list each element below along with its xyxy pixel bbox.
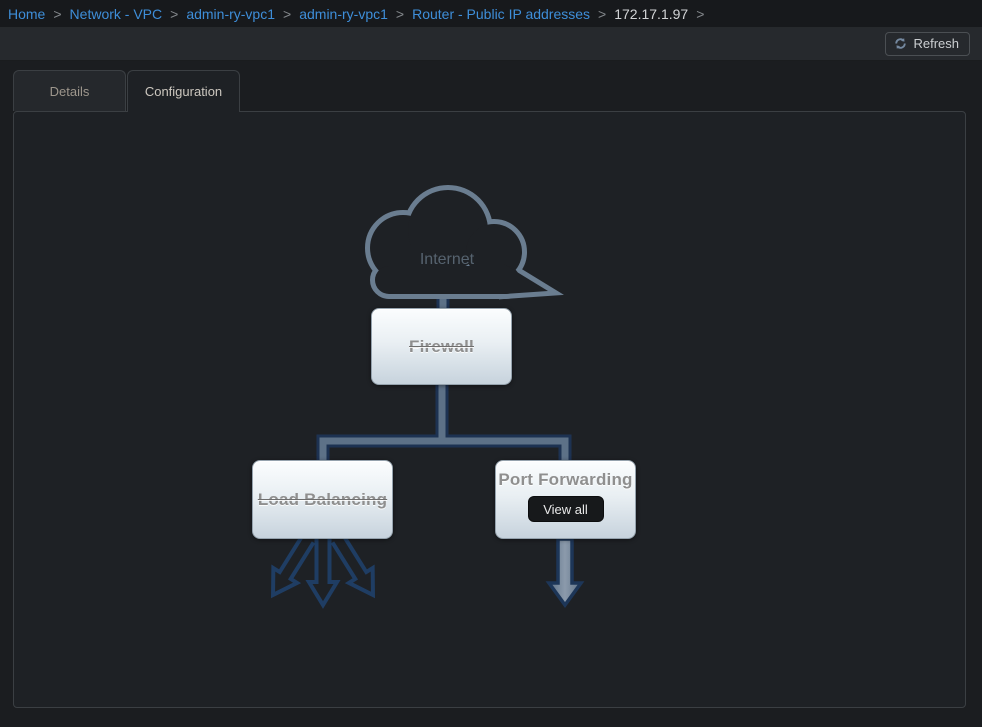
port-forwarding-node[interactable]: Port Forwarding View all: [495, 460, 636, 539]
configuration-panel: Internet Firewall Load Balancing Port Fo…: [13, 111, 966, 708]
breadcrumb-item-network-vpc[interactable]: Network - VPC: [69, 5, 163, 22]
breadcrumb-separator: >: [283, 5, 292, 22]
breadcrumb-separator: >: [696, 5, 705, 22]
load-balancing-node[interactable]: Load Balancing: [252, 460, 393, 539]
breadcrumb-item-ip-address: 172.17.1.97: [614, 5, 689, 22]
load-balancing-label: Load Balancing: [257, 489, 388, 509]
toolbar: Refresh: [0, 28, 982, 61]
breadcrumb-separator: >: [170, 5, 179, 22]
refresh-button-label: Refresh: [913, 36, 959, 51]
port-forwarding-label: Port Forwarding: [498, 470, 633, 489]
tab-bar: Details Configuration: [13, 70, 966, 112]
breadcrumb-item-vpc[interactable]: admin-ry-vpc1: [186, 5, 276, 22]
breadcrumb-item-home[interactable]: Home: [8, 5, 46, 22]
firewall-label: Firewall: [409, 336, 474, 356]
tab-configuration[interactable]: Configuration: [127, 70, 240, 112]
refresh-button[interactable]: Refresh: [885, 32, 970, 56]
load-balancing-arrows-icon: [270, 534, 376, 609]
breadcrumb: Home > Network - VPC > admin-ry-vpc1 > a…: [0, 0, 982, 28]
port-forwarding-arrow-icon: [545, 537, 585, 608]
breadcrumb-item-vpc2[interactable]: admin-ry-vpc1: [299, 5, 388, 22]
breadcrumb-separator: >: [53, 5, 62, 22]
breadcrumb-separator: >: [395, 5, 405, 22]
network-diagram: Internet Firewall Load Balancing Port Fo…: [14, 112, 965, 707]
breadcrumb-separator: >: [598, 5, 607, 22]
content-area: Details Configuration: [0, 61, 982, 708]
diagram-canvas: [270, 185, 585, 609]
tab-details[interactable]: Details: [13, 70, 126, 111]
breadcrumb-item-router-public-ip[interactable]: Router - Public IP addresses: [412, 5, 591, 22]
view-all-button[interactable]: View all: [527, 496, 604, 522]
firewall-node[interactable]: Firewall: [371, 308, 512, 385]
refresh-icon: [894, 37, 907, 50]
internet-label: Internet: [419, 251, 475, 268]
